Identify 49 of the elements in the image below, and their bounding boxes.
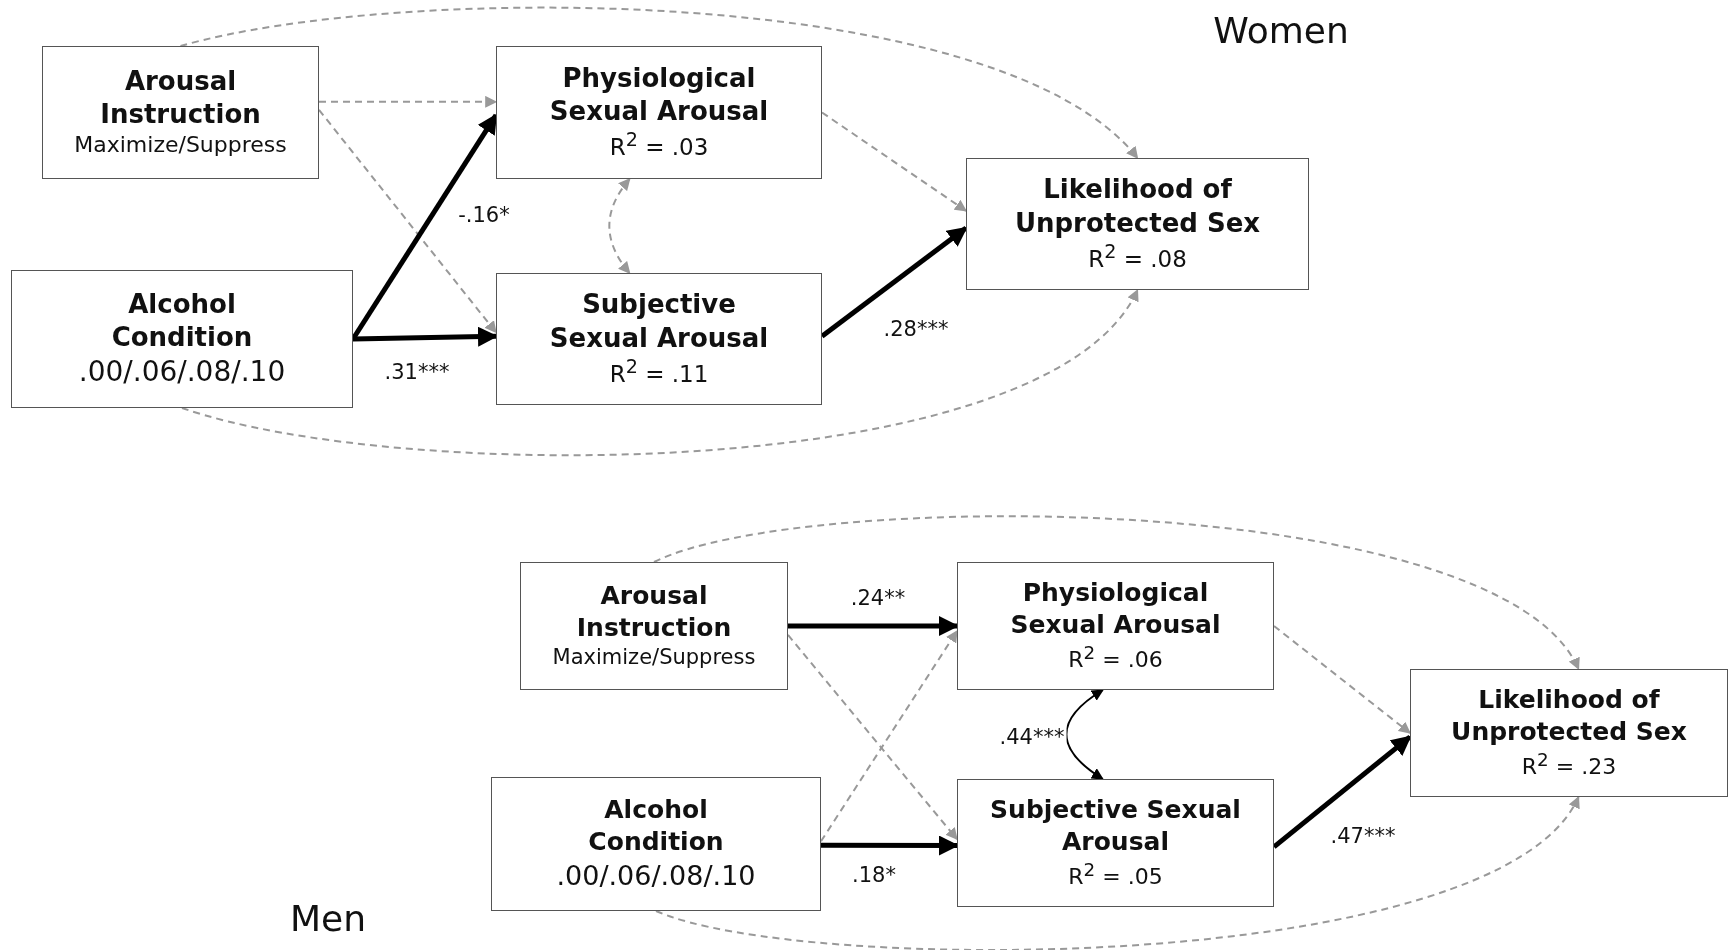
variable-value: R$^{2}$ = .05 [1068,858,1163,892]
arrow [655,796,1580,950]
arrow [653,515,1580,670]
variable-value: Maximize/Suppress [74,131,287,160]
variable-value: Maximize/Suppress [552,644,756,672]
variable-value: R$^{2}$ = .08 [1088,240,1187,274]
variable-box [11,270,353,408]
variable-box [491,777,821,911]
arrow [318,108,497,334]
variable-box [520,562,788,690]
variable-name: Subjective Sexual Arousal [989,794,1242,859]
arrow [1272,734,1412,849]
arrow [788,616,959,636]
variable-value: R$^{2}$ = .23 [1521,748,1617,782]
panel-label: Men [290,897,366,939]
variable-name: Likelihood of Unprotected Sex [1450,684,1688,749]
arrow [820,225,968,339]
variable-name: Physiological Sexual Arousal [548,61,770,129]
arrow [820,630,958,843]
arrow [821,835,959,856]
panel-label: Women [1213,9,1349,51]
variable-value: .00/.06/.08/.10 [556,859,756,894]
variable-box [957,779,1274,907]
variable-value: R$^{2}$ = .06 [1068,641,1163,675]
arrow [821,111,967,212]
variable-name: Arousal Instruction [99,64,262,132]
arrow [787,633,958,841]
variable-box [957,562,1274,690]
arrow [179,7,1139,159]
variable-box [496,273,822,405]
variable-name: Alcohol Condition [587,794,725,859]
variable-name: Arousal Instruction [575,580,733,645]
variable-box [966,158,1309,290]
arrow [1273,625,1411,734]
arrow [1065,689,1104,780]
variable-value: .00/.06/.08/.10 [78,354,286,391]
variable-value: R$^{2}$ = .11 [609,355,709,389]
variable-name: Likelihood of Unprotected Sex [1013,173,1262,240]
arrow [352,326,498,347]
variable-name: Subjective Sexual Arousal [548,288,770,355]
variable-box [42,46,319,179]
variable-value: R$^{2}$ = .03 [609,128,709,163]
variable-name: Physiological Sexual Arousal [1009,577,1222,642]
variable-box [1410,669,1728,797]
variable-box [496,46,822,179]
arrow [318,95,498,108]
arrow [608,178,631,274]
arrow [181,289,1139,456]
variable-name: Alcohol Condition [110,287,254,354]
